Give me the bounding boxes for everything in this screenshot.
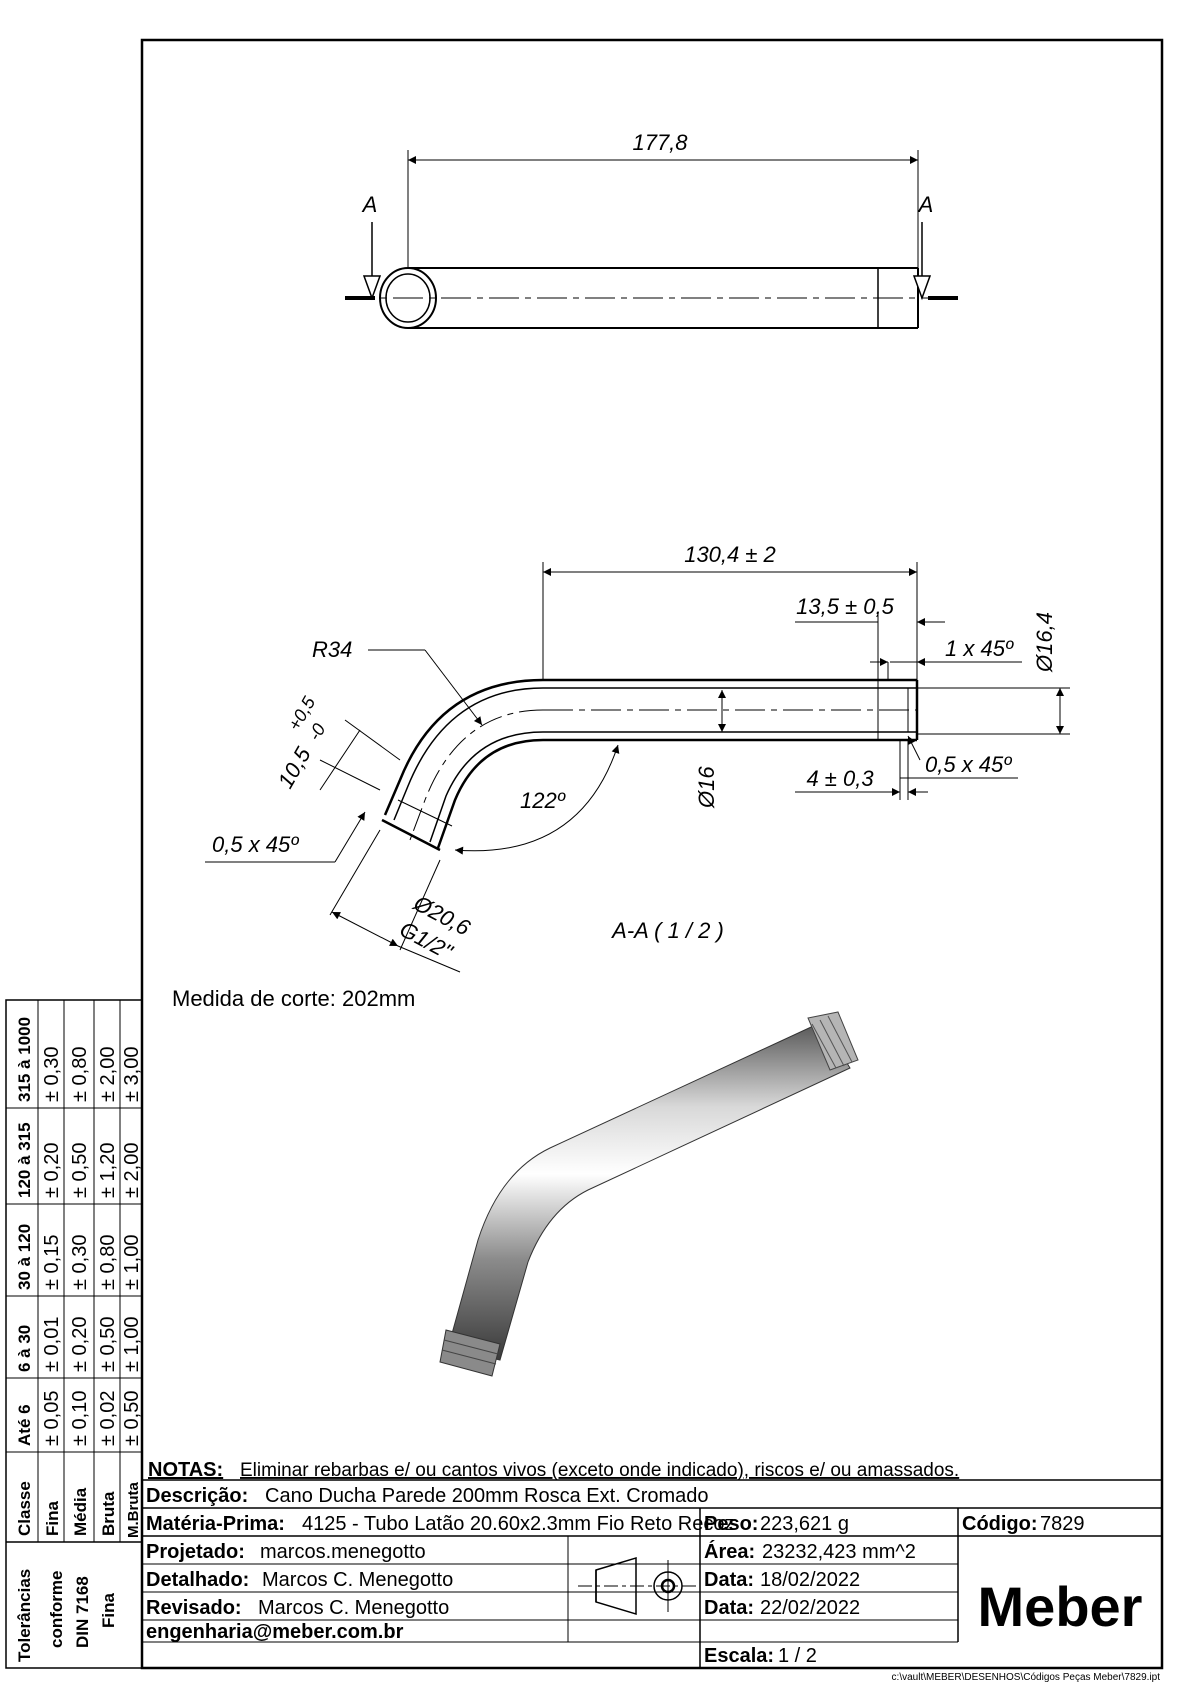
svg-text:± 0,15: ± 0,15 [41,1235,63,1290]
svg-text:± 0,20: ± 0,20 [69,1317,91,1372]
data1-label: Data: [704,1569,754,1591]
tol-range-header: 315 à 1000 [15,1017,34,1102]
svg-text:± 1,00: ± 1,00 [121,1235,143,1290]
svg-text:± 2,00: ± 2,00 [97,1047,119,1102]
data2-label: Data: [704,1597,754,1619]
svg-text:Tolerâncias: Tolerâncias [15,1569,34,1662]
materia-value: 4125 - Tubo Latão 20.60x2.3mm Fio Reto R… [302,1513,734,1535]
svg-text:conforme: conforme [47,1571,66,1648]
revisado-label: Revisado: [146,1597,242,1619]
svg-text:± 0,30: ± 0,30 [41,1047,63,1102]
svg-text:± 0,30: ± 0,30 [69,1235,91,1290]
section-label: A-A ( 1 / 2 ) [610,918,724,943]
section-mark-left: A [361,192,378,217]
data2-value: 22/02/2022 [760,1597,860,1619]
tol-range-header: 120 à 315 [15,1122,34,1198]
projection-symbol-icon [578,1556,700,1616]
escala-label: Escala: [704,1645,774,1667]
area-value: 23232,423 mm^2 [762,1541,916,1563]
svg-text:± 2,00: ± 2,00 [121,1143,143,1198]
escala-value: 1 / 2 [778,1645,817,1667]
tol-range-header: 6 à 30 [15,1325,34,1372]
peso-label: Peso: [704,1513,758,1535]
iso-render [439,1011,859,1377]
top-view: 177,8 A A [345,130,958,329]
section-mark-right: A [917,192,934,217]
peso-value: 223,621 g [760,1513,849,1535]
materia-label: Matéria-Prima: [146,1513,285,1535]
svg-text:± 0,50: ± 0,50 [97,1317,119,1372]
descricao-value: Cano Ducha Parede 200mm Rosca Ext. Croma… [265,1485,709,1507]
bend-length-dimension: 10,5 [273,742,316,792]
svg-text:± 0,80: ± 0,80 [97,1235,119,1290]
cut-note: Medida de corte: 202mm [172,986,415,1011]
tol-row-fina: ± 0,30 ± 0,20 ± 0,15 ± 0,01 ± 0,05 Fina [41,1047,63,1536]
tol-side-label: Tolerâncias conforme DIN 7168 Fina [15,1569,118,1662]
company-logo: Meber [978,1575,1143,1638]
detalhado-label: Detalhado: [146,1569,249,1591]
inner-length-dimension: 4 ± 0,3 [806,766,874,791]
tol-row-media: ± 0,80 ± 0,50 ± 0,30 ± 0,20 ± 0,10 Média [69,1047,91,1536]
svg-text:± 0,50: ± 0,50 [69,1143,91,1198]
chamfer-left-dimension: 0,5 x 45º [212,832,299,857]
file-path: c:\vault\MEBER\DESENHOS\Códigos Peças Me… [892,1672,1161,1683]
bend-length-tol-minus: -0 [304,720,329,744]
svg-text:± 1,00: ± 1,00 [121,1317,143,1372]
svg-text:Fina: Fina [43,1501,62,1536]
svg-text:± 3,00: ± 3,00 [121,1047,143,1102]
chamfer-inner-dimension: 0,5 x 45º [925,752,1012,777]
area-label: Área: [704,1540,755,1563]
codigo-label: Código: [962,1513,1038,1535]
projetado-value: marcos.menegotto [260,1541,426,1563]
tol-row-bruta: ± 2,00 ± 1,20 ± 0,80 ± 0,50 ± 0,02 Bruta [97,1047,119,1536]
svg-text:± 1,20: ± 1,20 [97,1143,119,1198]
diameter-outer-end-dimension: Ø16,4 [1032,612,1057,673]
sheet-border [140,38,1164,1670]
svg-text:Bruta: Bruta [99,1491,118,1536]
notes-text: Eliminar rebarbas e/ ou cantos vivos (ex… [240,1460,959,1481]
projetado-label: Projetado: [146,1541,245,1563]
notes-label: NOTAS: [148,1459,223,1481]
title-block: NOTAS: Eliminar rebarbas e/ ou cantos vi… [142,1459,1162,1668]
svg-text:DIN 7168: DIN 7168 [73,1576,92,1648]
email: engenharia@meber.com.br [146,1621,404,1643]
svg-text:± 0,02: ± 0,02 [97,1391,119,1446]
svg-text:± 0,10: ± 0,10 [69,1391,91,1446]
chamfer-outer-dimension: 1 x 45º [945,636,1014,661]
svg-text:± 0,20: ± 0,20 [41,1143,63,1198]
tol-row-mbruta: ± 3,00 ± 2,00 ± 1,00 ± 1,00 ± 0,50 M.Bru… [121,1047,143,1538]
angle-dimension: 122º [520,788,566,813]
tol-classe-header: Classe [15,1481,34,1536]
radius-dimension: R34 [312,637,352,662]
data1-value: 18/02/2022 [760,1569,860,1591]
detalhado-value: Marcos C. Menegotto [262,1569,453,1591]
diameter-inner-dimension: Ø16 [694,766,719,809]
tolerance-table: 315 à 1000 120 à 315 30 à 120 6 à 30 Até… [5,999,143,1669]
tol-range-header: Até 6 [15,1404,34,1446]
svg-text:M.Bruta: M.Bruta [125,1482,142,1538]
codigo-value: 7829 [1040,1513,1085,1535]
section-length-dimension: 130,4 ± 2 [684,542,776,567]
svg-text:± 0,01: ± 0,01 [41,1317,63,1372]
svg-text:± 0,50: ± 0,50 [121,1391,143,1446]
section-view: 130,4 ± 2 13,5 ± 0,5 1 x 45º Ø16,4 [205,542,1070,973]
svg-text:Fina: Fina [99,1593,118,1628]
revisado-value: Marcos C. Menegotto [258,1597,449,1619]
svg-text:± 0,05: ± 0,05 [41,1391,63,1446]
top-length-dimension: 177,8 [632,130,688,155]
svg-text:Média: Média [71,1487,90,1536]
descricao-label: Descrição: [146,1485,248,1507]
tol-range-header: 30 à 120 [15,1224,34,1290]
svg-text:± 0,80: ± 0,80 [69,1047,91,1102]
thread-length-dimension: 13,5 ± 0,5 [796,594,894,619]
